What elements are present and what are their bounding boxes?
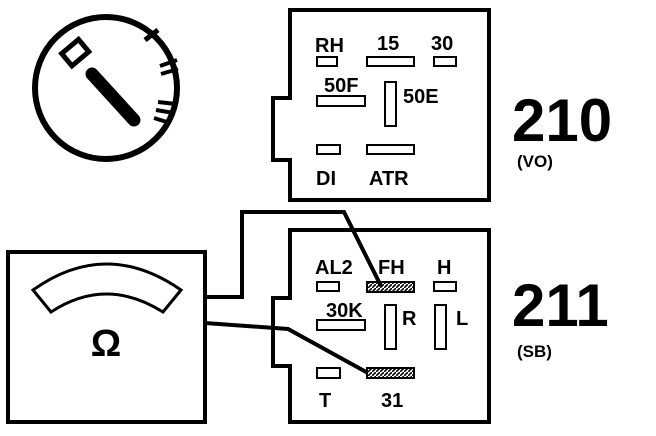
pin-atr: ATR [366,144,415,190]
meter-scale [30,262,184,314]
test-lead-31 [204,321,369,375]
pin-r: R [384,304,417,350]
pin-label-atr: ATR [369,168,409,190]
relay-number-211: 211 [512,272,609,339]
pin-label-30: 30 [431,33,453,55]
pin-l: L [434,304,468,350]
pin-50f: 50F [316,75,366,107]
pin-15: 15 [366,33,415,67]
pin-al2: AL2 [315,257,353,292]
ohm-symbol: Ω [91,323,121,365]
pin-label-50f: 50F [324,75,358,97]
pin-rh: RH [315,35,344,67]
pin-h: H [433,257,457,292]
pin-label-30k: 30K [326,300,363,322]
pin-label-fh: FH [378,257,405,279]
ohmmeter: Ω [6,250,207,424]
pin-label-rh: RH [315,35,344,57]
relay-code-210: (VO) [517,152,553,171]
pin-label-al2: AL2 [315,257,353,279]
pin-label-h: H [437,257,451,279]
pin-30k: 30K [316,300,366,331]
relay-code-211: (SB) [517,342,552,361]
pin-label-50e: 50E [403,86,439,108]
connector-211: AL2 FH H 30K R L T 31 [271,228,491,424]
pin-t: T [316,367,341,412]
ignition-switch-icon [32,14,180,162]
pin-30: 30 [431,33,457,67]
test-lead-fh [205,210,383,299]
test-leads [204,210,383,375]
relay-number-210: 210 [512,87,612,154]
pin-label-15: 15 [377,33,399,55]
pin-label-di: DI [316,168,336,190]
connector-210: RH 15 30 50F 50E DI ATR [271,8,491,202]
pin-label-l: L [456,308,468,330]
pin-label-r: R [402,308,417,330]
pin-label-31: 31 [381,390,403,412]
pin-fh: FH [366,257,415,293]
pin-di: DI [316,144,341,190]
pin-50e: 50E [384,81,439,127]
pin-label-t: T [319,390,331,412]
